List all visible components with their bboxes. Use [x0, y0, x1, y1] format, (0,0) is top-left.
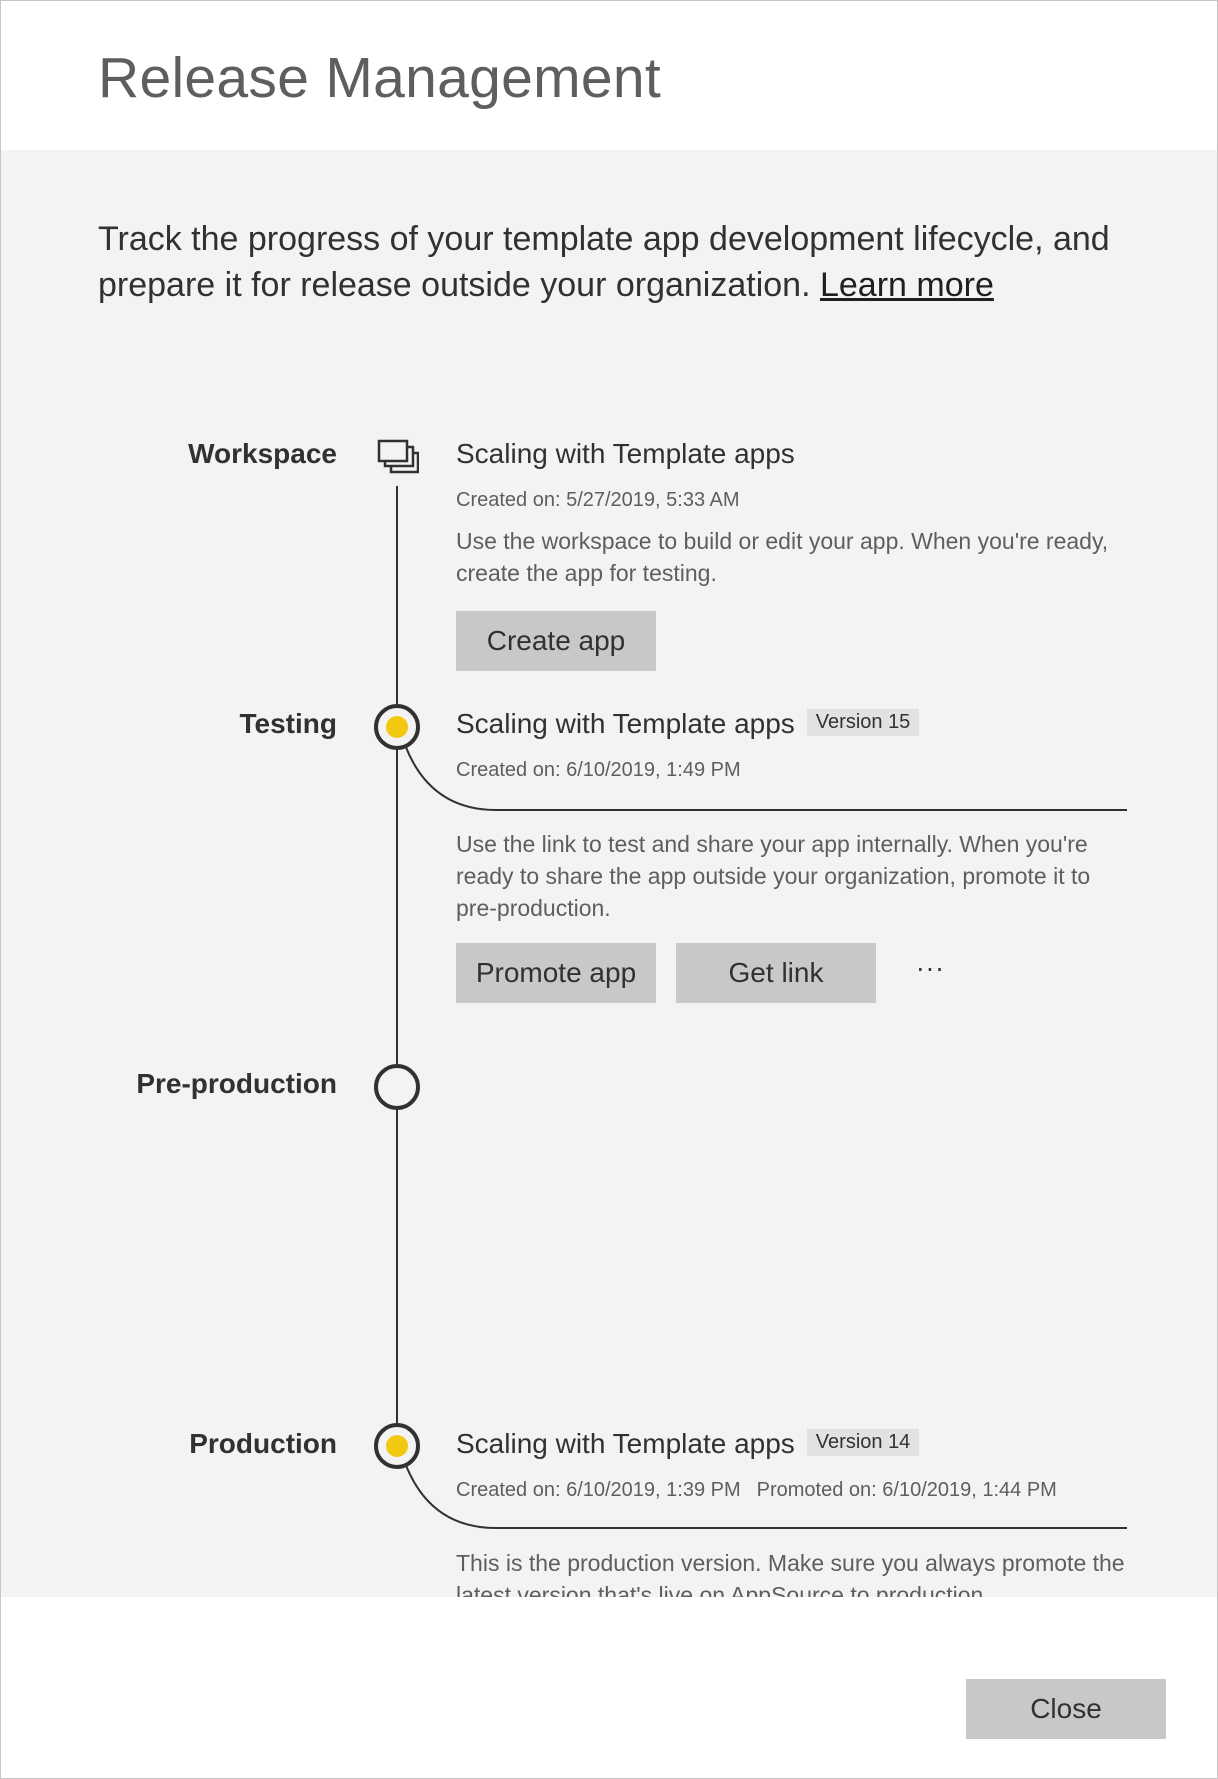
- production-description: This is the production version. Make sur…: [456, 1550, 1125, 1597]
- production-stage-node: [374, 1423, 420, 1469]
- intro-text: Track the progress of your template app …: [98, 220, 1110, 304]
- intro-paragraph: Track the progress of your template app …: [98, 216, 1138, 308]
- workspace-created-date: Created on: 5/27/2019, 5:33 AM: [456, 489, 740, 511]
- get-link-button[interactable]: Get link: [676, 943, 876, 1003]
- create-app-button[interactable]: Create app: [456, 611, 656, 671]
- production-app-name: Scaling with Template apps Version 14: [456, 1428, 920, 1460]
- production-created-date: Created on: 6/10/2019, 1:39 PM: [456, 1479, 741, 1501]
- testing-version-badge: Version 15: [806, 709, 920, 737]
- learn-more-link[interactable]: Learn more: [819, 266, 994, 304]
- workspace-icon: [377, 439, 419, 474]
- stage-label-preproduction: Pre-production: [136, 1068, 337, 1099]
- stage-label-workspace: Workspace: [188, 438, 337, 469]
- workspace-app-name: Scaling with Template apps: [456, 438, 795, 469]
- stage-label-testing: Testing: [239, 708, 337, 739]
- close-button[interactable]: Close: [966, 1679, 1166, 1739]
- testing-created-date: Created on: 6/10/2019, 1:49 PM: [456, 759, 741, 781]
- preproduction-stage-node: [374, 1064, 420, 1110]
- production-version-badge: Version 14: [806, 1429, 920, 1457]
- testing-stage-node: [374, 704, 420, 750]
- stage-label-production: Production: [189, 1428, 337, 1459]
- testing-app-name: Scaling with Template apps Version 15: [456, 708, 920, 740]
- dialog-footer: Close: [1, 1597, 1217, 1778]
- more-options-button[interactable]: ···: [906, 950, 956, 990]
- testing-description: Use the link to test and share your app …: [456, 831, 1091, 921]
- production-promoted-date: Promoted on: 6/10/2019, 1:44 PM: [756, 1479, 1057, 1501]
- dialog-title: Release Management: [98, 46, 662, 110]
- workspace-description: Use the workspace to build or edit your …: [456, 528, 1109, 586]
- production-dates: Created on: 6/10/2019, 1:39 PM Promoted o…: [456, 1479, 1057, 1502]
- dialog-content[interactable]: Track the progress of your template app …: [1, 150, 1217, 1597]
- testing-app-title: Scaling with Template apps: [456, 708, 795, 739]
- production-app-title: Scaling with Template apps: [456, 1428, 795, 1459]
- promote-app-button[interactable]: Promote app: [456, 943, 656, 1003]
